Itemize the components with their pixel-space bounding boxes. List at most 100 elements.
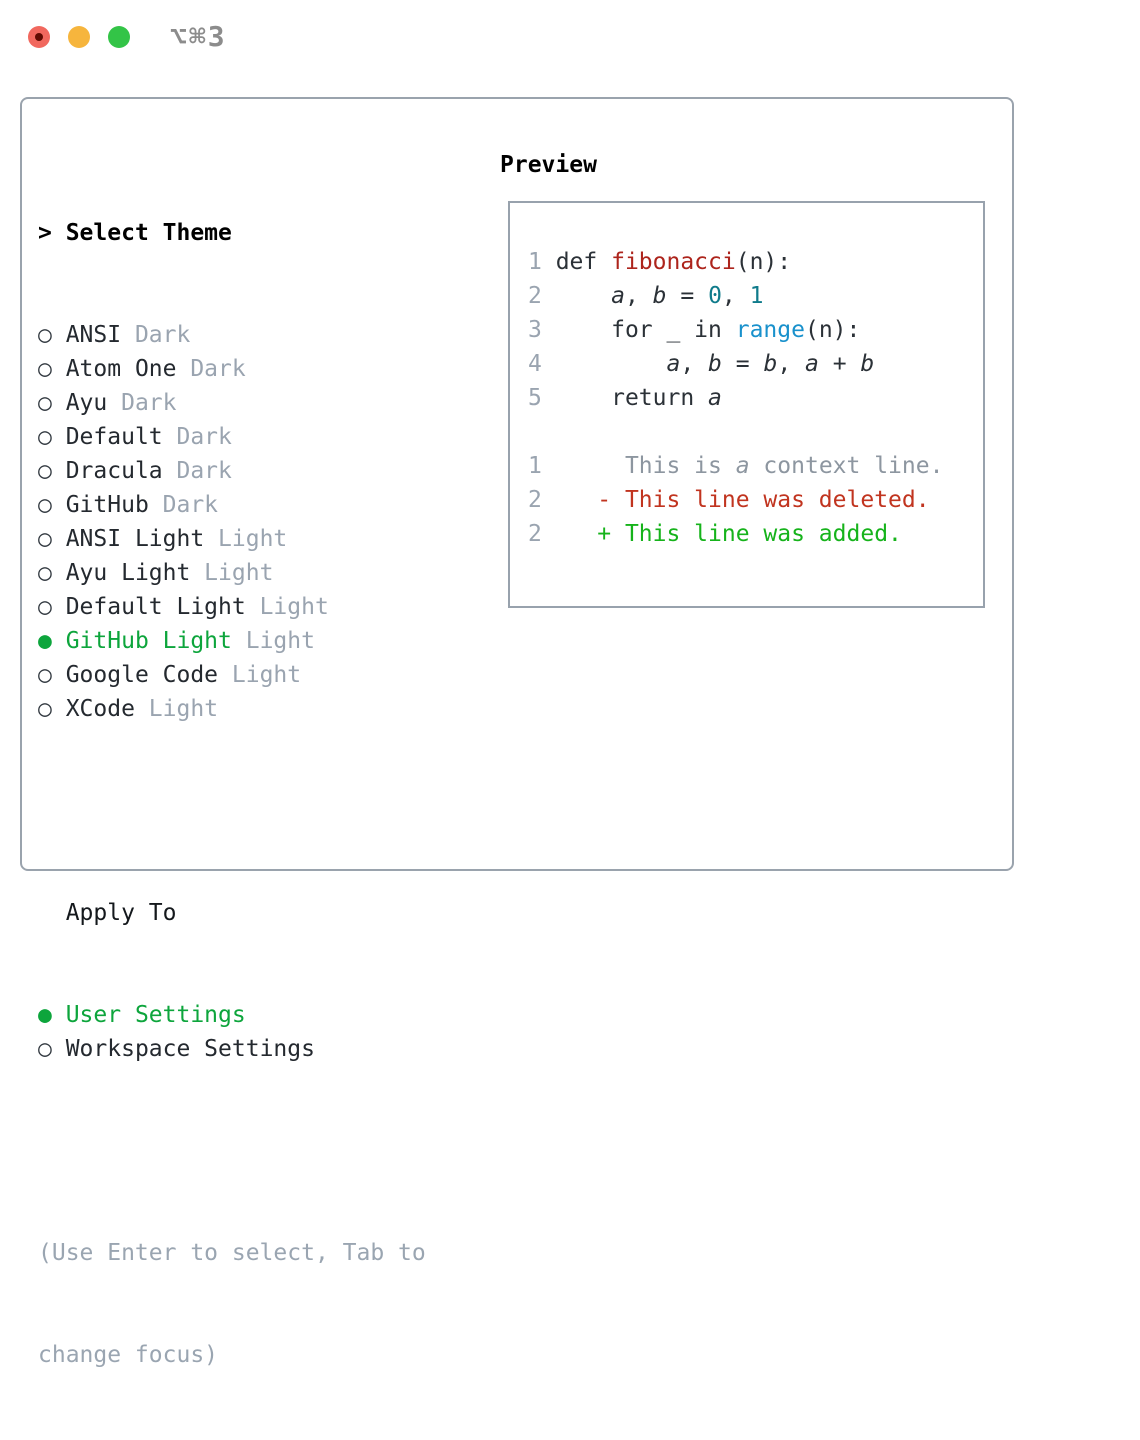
- radio-unselected-icon: ○: [38, 424, 66, 450]
- theme-option[interactable]: ○ ANSI Light Light: [38, 522, 426, 556]
- hint-line-1: (Use Enter to select, Tab to: [38, 1236, 426, 1270]
- code-line: 2 + This line was added.: [528, 517, 983, 551]
- code-token: [556, 487, 598, 513]
- code-token: range: [736, 317, 805, 343]
- radio-unselected-icon: ○: [38, 322, 66, 348]
- code-token: =: [667, 283, 709, 309]
- theme-option-label: XCode: [66, 696, 135, 722]
- code-token: 1: [750, 283, 764, 309]
- hint-line-2: change focus): [38, 1338, 426, 1372]
- theme-option-label: Ayu Light: [66, 560, 191, 586]
- titlebar: ⌥⌘3: [0, 0, 1140, 75]
- line-number: 2: [528, 521, 556, 547]
- line-number: 5: [528, 385, 556, 411]
- apply-option[interactable]: ● User Settings: [38, 998, 426, 1032]
- theme-list: ○ ANSI Dark○ Atom One Dark○ Ayu Dark○ De…: [38, 318, 426, 726]
- theme-option-label: Default: [66, 424, 163, 450]
- code-token: a: [805, 351, 819, 377]
- theme-option-variant: Dark: [149, 492, 218, 518]
- code-line: 4 a, b = b, a + b: [528, 347, 983, 381]
- theme-option-variant: Light: [232, 628, 315, 654]
- code-blank-line: [528, 415, 983, 449]
- code-line: 3 for _ in range(n):: [528, 313, 983, 347]
- radio-unselected-icon: ○: [38, 492, 66, 518]
- code-token: (n):: [736, 249, 791, 275]
- minimize-button-icon[interactable]: [68, 26, 90, 48]
- apply-option[interactable]: ○ Workspace Settings: [38, 1032, 426, 1066]
- code-line: 5 return a: [528, 381, 983, 415]
- theme-option-variant: Light: [204, 526, 287, 552]
- code-token: b: [860, 351, 874, 377]
- code-token: =: [722, 351, 764, 377]
- code-token: context line.: [750, 453, 944, 479]
- apply-option-label: Workspace Settings: [66, 1036, 315, 1062]
- theme-option-variant: Light: [190, 560, 273, 586]
- radio-unselected-icon: ○: [38, 390, 66, 416]
- code-line: 2 a, b = 0, 1: [528, 279, 983, 313]
- code-token: [556, 283, 611, 309]
- theme-option[interactable]: ○ XCode Light: [38, 692, 426, 726]
- theme-option-label: Ayu: [66, 390, 108, 416]
- theme-option[interactable]: ○ Google Code Light: [38, 658, 426, 692]
- apply-to-list: ● User Settings○ Workspace Settings: [38, 998, 426, 1066]
- code-token: a: [708, 385, 722, 411]
- theme-option[interactable]: ○ ANSI Dark: [38, 318, 426, 352]
- theme-option-label: Default Light: [66, 594, 246, 620]
- code-token: b: [763, 351, 777, 377]
- code-token: - This line was deleted.: [597, 487, 929, 513]
- radio-unselected-icon: ○: [38, 560, 66, 586]
- code-token: ,: [680, 351, 708, 377]
- app-window: ⌥⌘3 > Select Theme ○ ANSI Dark○ Atom One…: [0, 0, 1140, 934]
- code-token: fibonacci: [611, 249, 736, 275]
- theme-option[interactable]: ○ GitHub Dark: [38, 488, 426, 522]
- code-token: + This line was added.: [597, 521, 902, 547]
- code-token: 0: [708, 283, 722, 309]
- radio-unselected-icon: ○: [38, 662, 66, 688]
- window-title: ⌥⌘3: [170, 20, 227, 53]
- theme-option-variant: Light: [246, 594, 329, 620]
- theme-option[interactable]: ○ Atom One Dark: [38, 352, 426, 386]
- line-number: 4: [528, 351, 556, 377]
- theme-option[interactable]: ○ Ayu Light Light: [38, 556, 426, 590]
- line-number: 2: [528, 487, 556, 513]
- code-token: a: [611, 283, 625, 309]
- code-token: return: [556, 385, 708, 411]
- code-token: ,: [777, 351, 805, 377]
- theme-option-variant: Dark: [176, 356, 245, 382]
- theme-option-variant: Light: [218, 662, 301, 688]
- code-token: This is: [556, 453, 736, 479]
- theme-option-label: Atom One: [66, 356, 177, 382]
- code-token: b: [653, 283, 667, 309]
- theme-option[interactable]: ● GitHub Light Light: [38, 624, 426, 658]
- code-token: a: [666, 351, 680, 377]
- theme-option[interactable]: ○ Default Light Light: [38, 590, 426, 624]
- close-button-icon[interactable]: [28, 26, 50, 48]
- radio-selected-icon: ●: [38, 628, 66, 654]
- apply-option-label: User Settings: [66, 1002, 246, 1028]
- code-token: [556, 521, 598, 547]
- apply-to-header: Apply To: [66, 896, 426, 930]
- zoom-button-icon[interactable]: [108, 26, 130, 48]
- radio-unselected-icon: ○: [38, 356, 66, 382]
- line-number: 1: [528, 249, 556, 275]
- line-number: 1: [528, 453, 556, 479]
- line-number: 2: [528, 283, 556, 309]
- theme-option-variant: Dark: [163, 458, 232, 484]
- theme-option-variant: Dark: [163, 424, 232, 450]
- code-token: +: [819, 351, 861, 377]
- theme-option[interactable]: ○ Default Dark: [38, 420, 426, 454]
- select-theme-header: > Select Theme: [38, 216, 426, 250]
- theme-option-variant: Light: [135, 696, 218, 722]
- code-token: def: [556, 249, 611, 275]
- theme-option-variant: Dark: [107, 390, 176, 416]
- radio-unselected-icon: ○: [38, 458, 66, 484]
- code-line: 2 - This line was deleted.: [528, 483, 983, 517]
- code-token: ,: [722, 283, 750, 309]
- select-theme-title: Select Theme: [66, 220, 232, 246]
- theme-picker-column: > Select Theme ○ ANSI Dark○ Atom One Dar…: [38, 148, 426, 1440]
- theme-option[interactable]: ○ Ayu Dark: [38, 386, 426, 420]
- theme-option[interactable]: ○ Dracula Dark: [38, 454, 426, 488]
- line-number: 3: [528, 317, 556, 343]
- code-token: b: [708, 351, 722, 377]
- code-token: (n):: [805, 317, 860, 343]
